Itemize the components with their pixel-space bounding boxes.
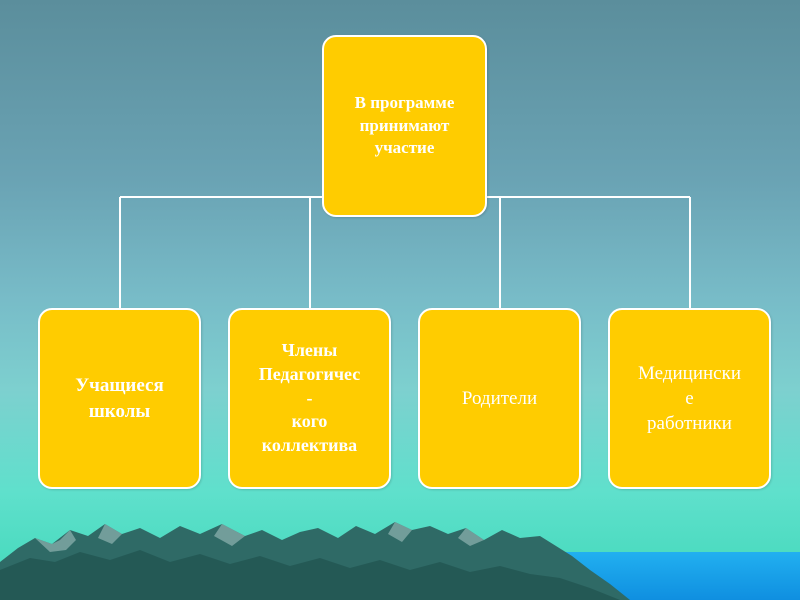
child-node-label: Медицински е работники xyxy=(638,362,741,435)
mountain-shadow xyxy=(0,550,620,600)
child-node-label: Члены Педагогичес - кого коллектива xyxy=(258,340,361,456)
mountain-snow xyxy=(35,522,484,552)
root-node-label: В программе принимают участие xyxy=(354,93,455,158)
child-node-medical-staff: Медицински е работники xyxy=(608,308,771,489)
child-node-label: Родители xyxy=(461,387,538,409)
mountain-scenery xyxy=(0,522,800,600)
child-node-teachers: Члены Педагогичес - кого коллектива xyxy=(228,308,391,489)
root-node: В программе принимают участие xyxy=(322,35,487,217)
child-node-parents: Родители xyxy=(418,308,581,489)
child-node-students: Учащиеся школы xyxy=(38,308,201,489)
child-node-label: Учащиеся школы xyxy=(75,375,164,422)
